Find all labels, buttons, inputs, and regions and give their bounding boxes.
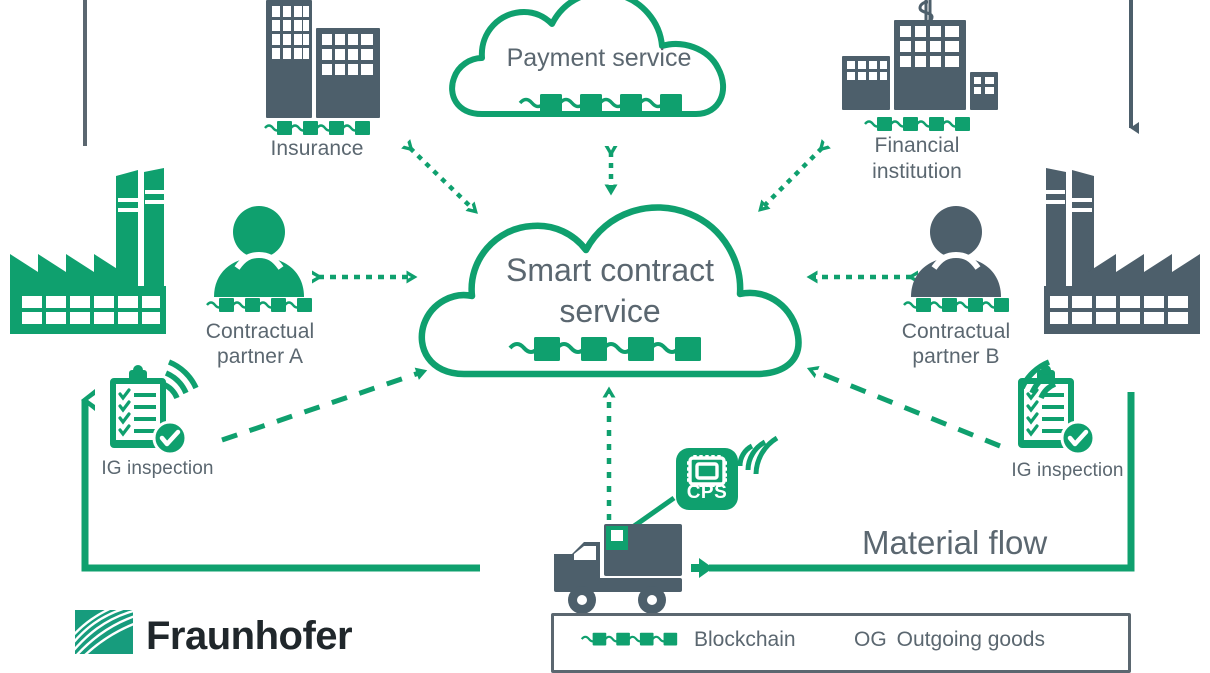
- insurance-label: Insurance: [270, 137, 364, 160]
- smart-contract-cloud[interactable]: [410, 196, 810, 382]
- fraunhofer-wordmark: Fraunhofer: [146, 614, 353, 658]
- connector-layer: [81, 0, 1139, 578]
- flow-ig-right-to-smartcontract: [806, 366, 1001, 449]
- payment-service-label: Payment service: [506, 44, 692, 72]
- smart-contract-label-line2: service: [559, 293, 661, 329]
- diagram-canvas: Payment service Smart contract service: [8, 0, 1202, 673]
- legend-item-outgoing-goods: OG Outgoing goods: [854, 628, 1045, 652]
- partner-b-blockchain-icon: [903, 298, 1009, 312]
- ig-inspection-right-label: IG inspection: [1011, 460, 1124, 481]
- financial-institution-icon[interactable]: [840, 0, 1000, 122]
- truck-icon[interactable]: [548, 516, 688, 616]
- contractual-partner-a-icon[interactable]: [206, 205, 312, 297]
- flow-insurance-to-smartcontract: [401, 139, 478, 214]
- smart-contract-label-line1: Smart contract: [505, 252, 715, 288]
- legend-og-label: Outgoing goods: [896, 628, 1045, 651]
- material-flow-label: Material flow: [862, 524, 1048, 561]
- legend-og-abbrev: OG: [854, 628, 887, 651]
- factory-left-icon[interactable]: [8, 168, 168, 338]
- smart-contract-blockchain-icon: [508, 337, 701, 361]
- material-flow-left-path: [81, 389, 480, 572]
- contractual-partner-a-label-line2: partner A: [216, 345, 304, 368]
- insurance-blockchain-icon: [264, 121, 370, 135]
- contractual-partner-b-label-line2: partner B: [912, 345, 1000, 368]
- flow-financial-to-smartcontract: [758, 139, 831, 212]
- material-flow-path: [691, 392, 1135, 578]
- legend-item-blockchain: Blockchain: [576, 628, 796, 652]
- ig-inspection-left-icon[interactable]: [100, 359, 210, 460]
- legend-box: Blockchain OG Outgoing goods: [551, 613, 1131, 673]
- flow-ig-left-to-smartcontract: [221, 367, 428, 443]
- contractual-partner-b-icon[interactable]: [903, 205, 1009, 297]
- ig-inspection-right-icon[interactable]: [1008, 359, 1118, 460]
- payment-service-cloud[interactable]: [444, 0, 754, 126]
- legend-blockchain-label: Blockchain: [694, 628, 796, 651]
- ig-inspection-left-label: IG inspection: [101, 458, 214, 479]
- partner-a-blockchain-icon: [206, 298, 312, 312]
- payment-service-blockchain-icon: [518, 94, 682, 114]
- contractual-partner-b-label-line1: Contractual: [901, 320, 1011, 343]
- financial-institution-blockchain-icon: [864, 117, 970, 131]
- insurance-buildings-icon[interactable]: [258, 0, 388, 124]
- legend-blockchain-icon: [580, 632, 678, 646]
- financial-institution-label-line2: institution: [872, 160, 962, 183]
- financial-institution-label-line1: Financial: [874, 134, 960, 157]
- cps-chip-icon[interactable]: [668, 435, 779, 516]
- contractual-partner-a-label-line1: Contractual: [205, 320, 315, 343]
- fraunhofer-logo: [75, 610, 133, 654]
- factory-right-icon[interactable]: [1042, 168, 1202, 338]
- cps-label: CPS: [686, 482, 728, 503]
